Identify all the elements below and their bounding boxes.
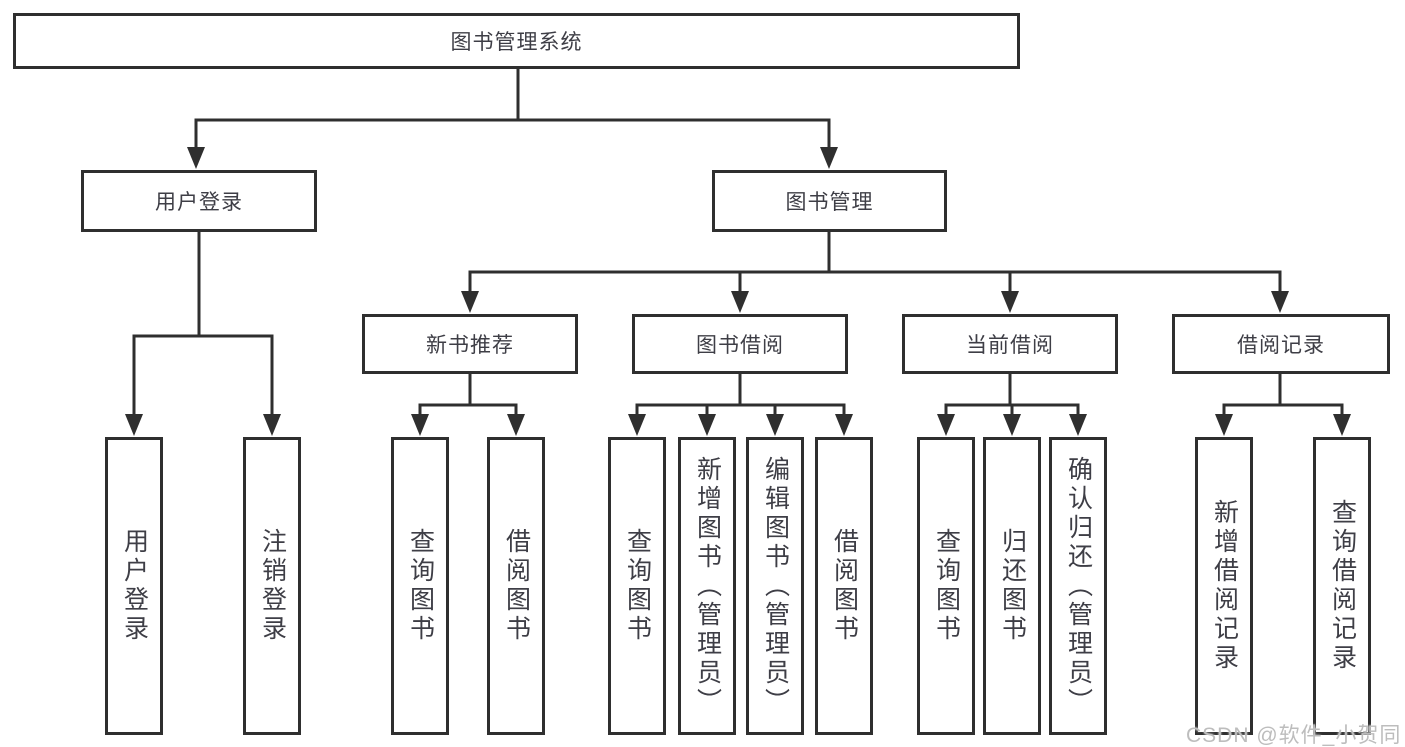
arrowhead — [835, 414, 853, 436]
leaf-user-login-label: 用户登录 — [120, 528, 149, 644]
leaf-borrow-query-book-label: 查询图书 — [623, 528, 652, 644]
arrowhead — [411, 414, 429, 436]
leaf-query-borrow-record-label: 查询借阅记录 — [1328, 499, 1357, 673]
leaf-recommend-borrow-book: 借阅图书 — [487, 437, 545, 735]
leaf-edit-book-admin: 编辑图书（管理员） — [746, 437, 804, 735]
node-book-management-label: 图书管理 — [785, 191, 874, 214]
node-root-label: 图书管理系统 — [450, 31, 583, 54]
arrowhead — [1001, 291, 1019, 313]
leaf-recommend-query-book: 查询图书 — [391, 437, 449, 735]
leaf-add-borrow-record: 新增借阅记录 — [1195, 437, 1253, 735]
connector-currentborrow-to-leaves — [944, 372, 1080, 419]
node-root: 图书管理系统 — [13, 13, 1020, 69]
leaf-add-book-admin-label: 新增图书（管理员） — [693, 455, 722, 717]
connector-paths — [132, 66, 1344, 419]
node-new-book-recommend-label: 新书推荐 — [426, 334, 514, 357]
node-borrowing-records: 借阅记录 — [1172, 314, 1390, 374]
leaf-logout: 注销登录 — [243, 437, 301, 735]
node-new-book-recommend: 新书推荐 — [362, 314, 578, 374]
leaf-return-book-label: 归还图书 — [998, 528, 1027, 644]
arrowhead — [263, 414, 281, 436]
arrowhead — [125, 414, 143, 436]
connector-bookborrow-to-leaves — [635, 372, 846, 419]
leaf-query-borrow-record: 查询借阅记录 — [1313, 437, 1371, 735]
arrowhead — [1003, 414, 1021, 436]
connector-bookmgmt-to-level3 — [468, 230, 1282, 295]
leaf-current-query-book-label: 查询图书 — [932, 528, 961, 644]
arrowhead — [1069, 414, 1087, 436]
csdn-watermark: CSDN @软件_小贺同学 — [1186, 724, 1402, 747]
arrowheads — [125, 147, 1351, 436]
node-book-borrowing: 图书借阅 — [632, 314, 848, 374]
leaf-add-book-admin: 新增图书（管理员） — [678, 437, 736, 735]
leaf-borrow-query-book: 查询图书 — [608, 437, 666, 735]
node-current-borrowing: 当前借阅 — [902, 314, 1118, 374]
leaf-confirm-return-admin: 确认归还（管理员） — [1049, 437, 1107, 735]
arrowhead — [187, 147, 205, 169]
leaf-current-query-book: 查询图书 — [917, 437, 975, 735]
leaf-add-borrow-record-label: 新增借阅记录 — [1210, 499, 1239, 673]
arrowhead — [698, 414, 716, 436]
leaf-confirm-return-admin-label: 确认归还（管理员） — [1064, 455, 1093, 717]
node-borrowing-records-label: 借阅记录 — [1237, 334, 1325, 357]
node-book-borrowing-label: 图书借阅 — [696, 334, 784, 357]
node-user-login-label: 用户登录 — [155, 191, 243, 214]
leaf-logout-label: 注销登录 — [258, 528, 287, 644]
node-current-borrowing-label: 当前借阅 — [966, 334, 1054, 357]
arrowhead — [820, 147, 838, 169]
leaf-borrow-book: 借阅图书 — [815, 437, 873, 735]
arrowhead — [507, 414, 525, 436]
node-book-management: 图书管理 — [712, 170, 947, 232]
arrowhead — [766, 414, 784, 436]
leaf-return-book: 归还图书 — [983, 437, 1041, 735]
arrowhead — [461, 291, 479, 313]
leaf-edit-book-admin-label: 编辑图书（管理员） — [761, 455, 790, 717]
arrowhead — [731, 291, 749, 313]
leaf-borrow-book-label: 借阅图书 — [830, 528, 859, 644]
leaf-recommend-query-book-label: 查询图书 — [406, 528, 435, 644]
node-user-login: 用户登录 — [81, 170, 317, 232]
arrowhead — [937, 414, 955, 436]
connector-root-to-level2 — [194, 66, 831, 152]
leaf-recommend-borrow-book-label: 借阅图书 — [502, 528, 531, 644]
arrowhead — [1333, 414, 1351, 436]
leaf-user-login: 用户登录 — [105, 437, 163, 735]
arrowhead — [1215, 414, 1233, 436]
connector-borrowrecord-to-leaves — [1222, 372, 1344, 419]
connector-newbookrec-to-leaves — [418, 372, 518, 419]
connector-userlogin-to-leaves — [132, 230, 274, 418]
arrowhead — [628, 414, 646, 436]
arrowhead — [1271, 291, 1289, 313]
